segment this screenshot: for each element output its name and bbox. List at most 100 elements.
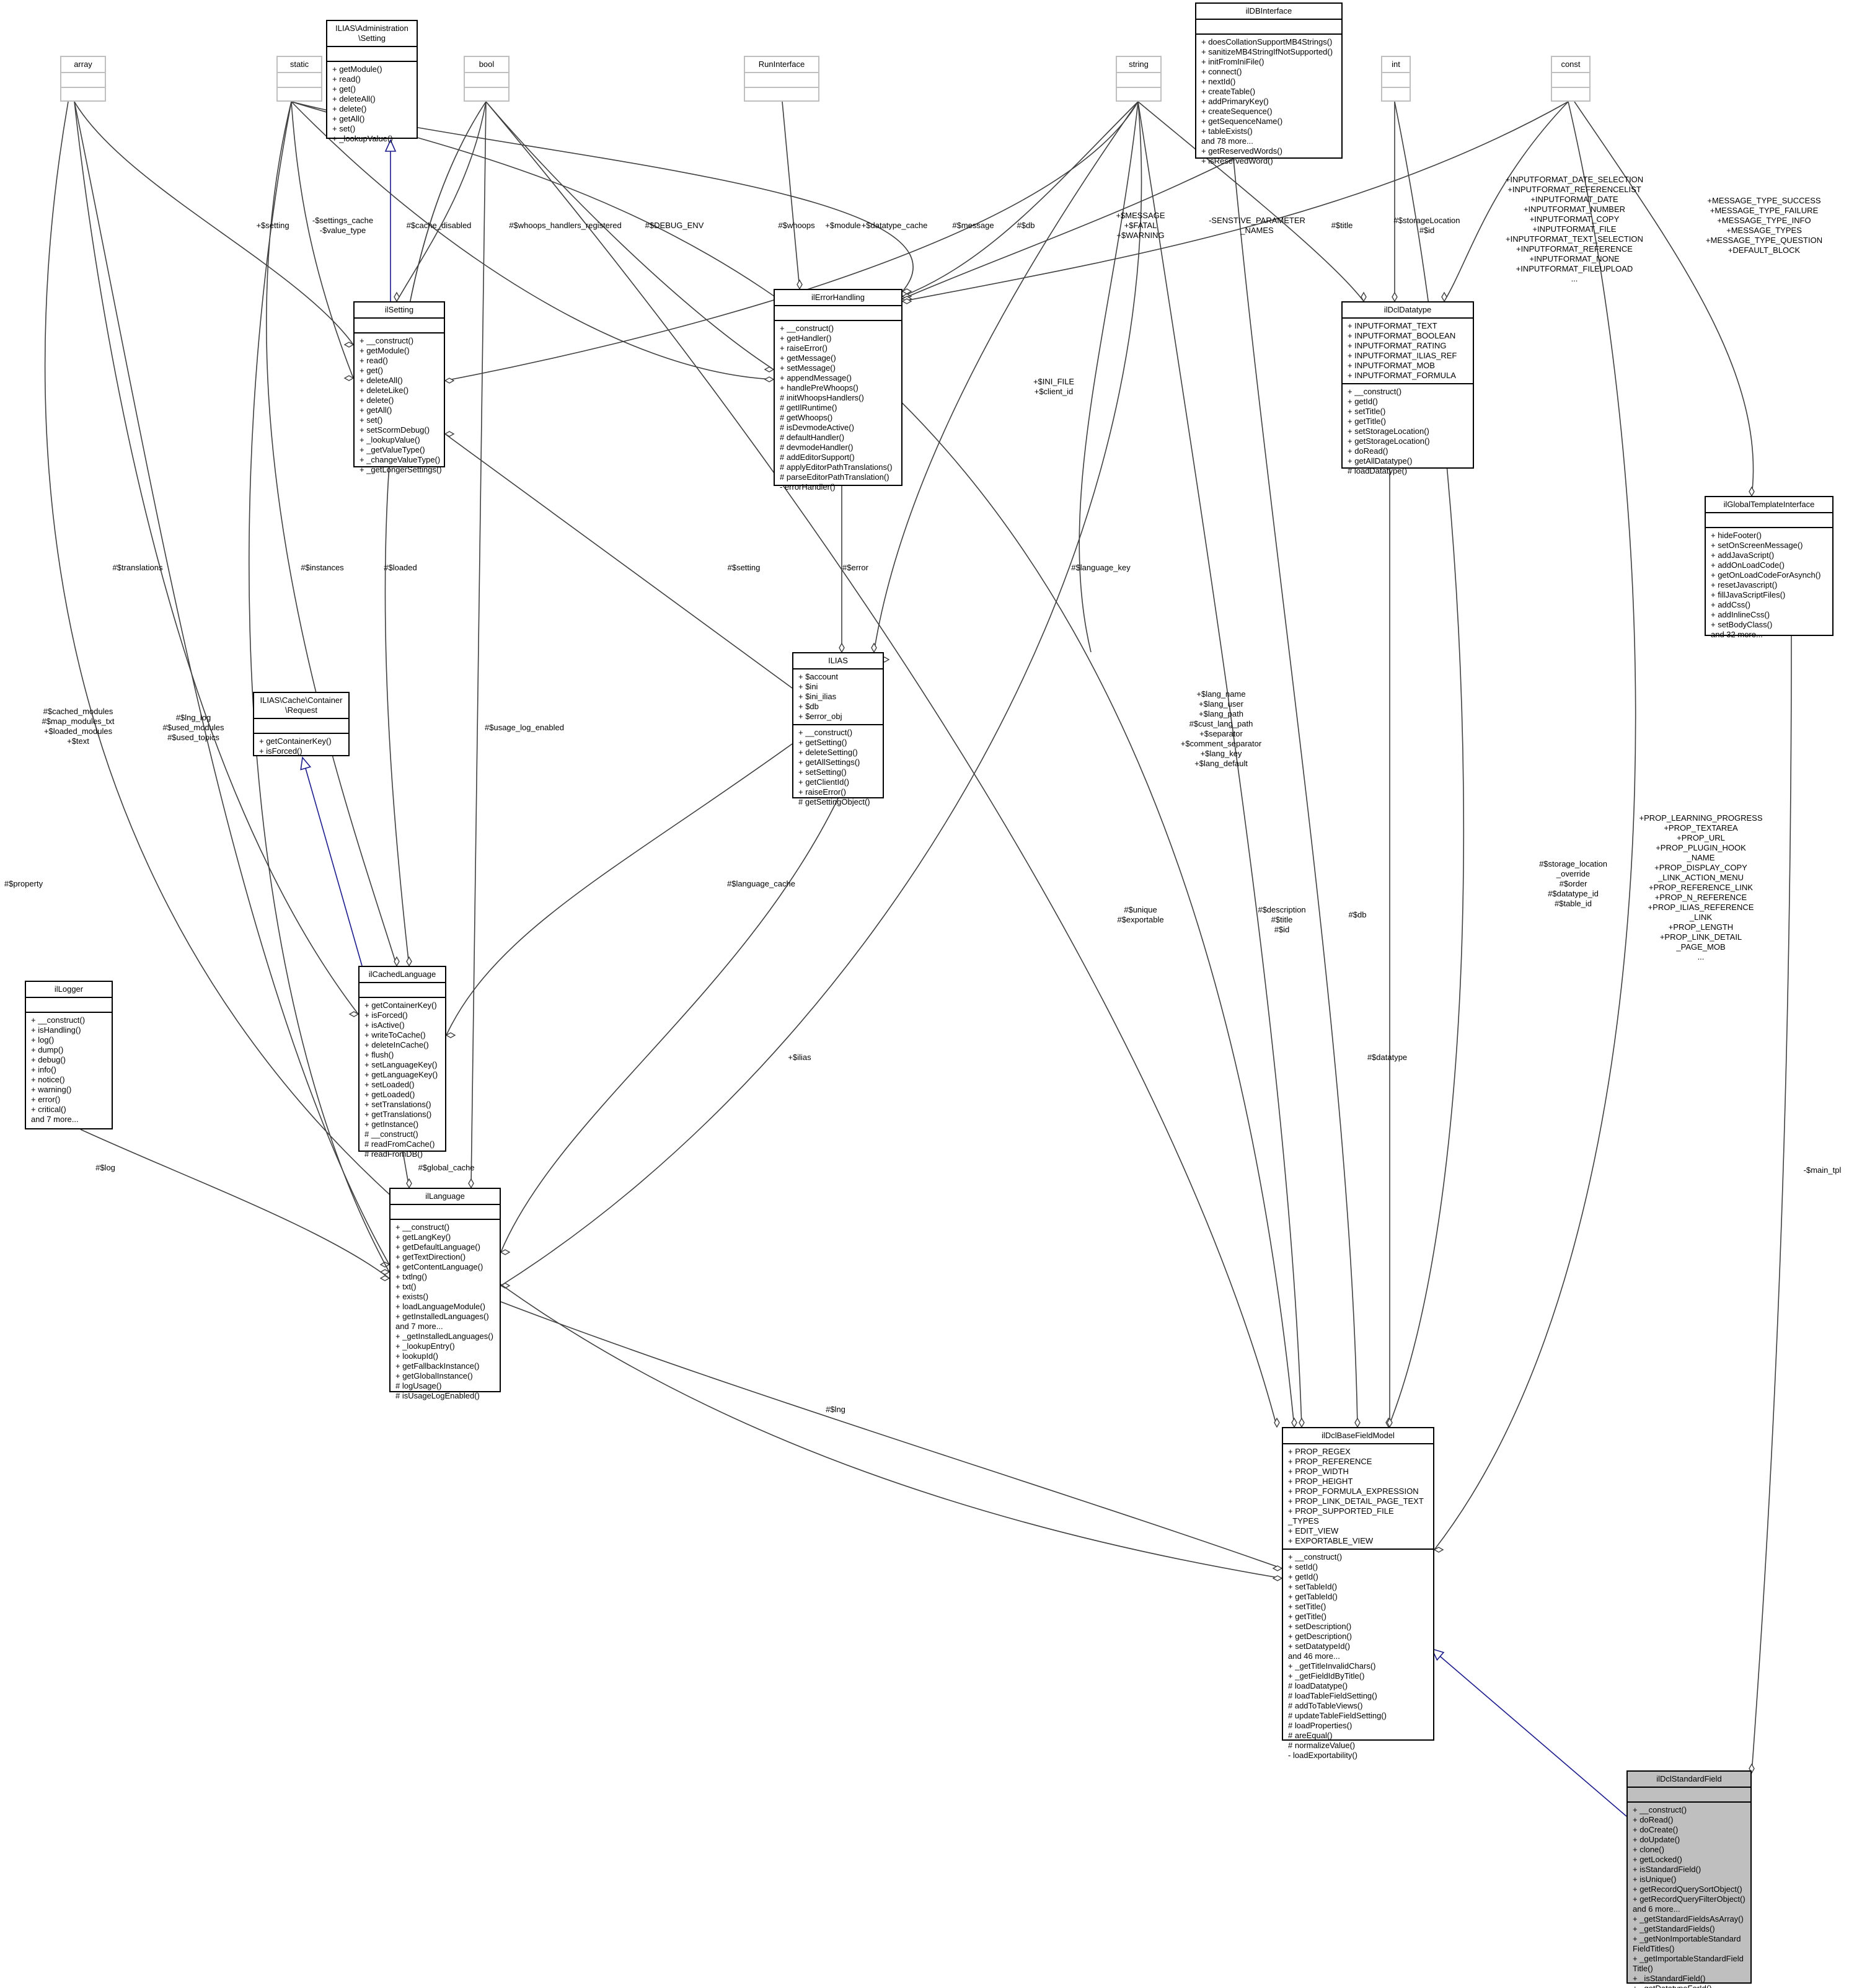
class-method: # devmodeHandler() (780, 443, 854, 452)
class-node-array: array (60, 56, 106, 102)
class-attributes (1628, 1788, 1750, 1803)
class-method: + hideFooter() (1711, 531, 1762, 540)
class-node-ildcldatatype: ilDclDatatype + INPUTFORMAT_TEXT+ INPUTF… (1341, 301, 1474, 475)
class-method: # addToTableViews() (1288, 1701, 1363, 1710)
aggregation-diamond (871, 642, 877, 653)
class-attribute: _TYPES (1288, 1516, 1319, 1526)
aggregation-diamond (343, 342, 355, 348)
class-method: + getModule() (332, 64, 382, 74)
class-methods: + __construct()+ setId()+ getId()+ setTa… (1283, 1550, 1433, 1763)
edge-line (1137, 101, 1302, 1428)
class-node-ilsetting: ilSetting + __construct()+ getModule()+ … (353, 301, 445, 474)
edge-label: +INPUTFORMAT_DATE_SELECTION +INPUTFORMAT… (1505, 175, 1644, 283)
edge-label: #$language_key (1071, 563, 1131, 572)
edge-label: #$language_cache (727, 879, 795, 888)
class-method: + getAll() (332, 114, 365, 123)
class-method: + _getLongerSettings() (360, 465, 442, 474)
edge-label: #$DEBUG_ENV (645, 221, 704, 230)
class-method: # loadProperties() (1288, 1721, 1353, 1730)
class-method: # areEqual() (1288, 1731, 1333, 1740)
class-attribute: + $ini (798, 682, 818, 691)
edge-label: +MESSAGE_TYPE_SUCCESS +MESSAGE_TYPE_FAIL… (1705, 196, 1823, 255)
class-method: + deleteInCache() (364, 1040, 429, 1049)
class-methods: + __construct()+ getLangKey()+ getDefaul… (391, 1220, 500, 1403)
class-node-ilcachedlanguage: ilCachedLanguage + getContainerKey()+ is… (358, 966, 446, 1159)
edge-line (470, 101, 487, 1188)
class-method: + setStorageLocation() (1348, 426, 1429, 436)
edge-line (1388, 101, 1465, 1428)
edge-line (873, 101, 1139, 653)
class-title: const (1552, 57, 1589, 73)
class-node-const: const (1551, 56, 1591, 102)
edge-line (500, 798, 839, 1253)
class-method: # addEditorSupport() (780, 453, 855, 462)
class-method: + __construct() (798, 728, 853, 737)
class-method: + raiseError() (780, 343, 827, 353)
class-method: + fillJavaScriptFiles() (1711, 590, 1786, 599)
aggregation-diamond (1272, 1565, 1283, 1571)
edge-line (80, 1129, 390, 1279)
class-method: + getStorageLocation() (1348, 436, 1430, 446)
class-methods (61, 88, 105, 102)
class-attributes (360, 983, 445, 998)
class-method: + set() (332, 124, 356, 133)
class-methods: + getContainerKey()+ isForced() (254, 734, 348, 759)
class-method: + getAll() (360, 405, 392, 415)
class-method: + setTranslations() (364, 1100, 431, 1109)
edge-label: +PROP_LEARNING_PROGRESS +PROP_TEXTAREA +… (1639, 813, 1763, 961)
edge-label: +$ilias (788, 1053, 811, 1062)
class-method: + __construct() (1633, 1805, 1687, 1814)
class-method: + getDefaultLanguage() (395, 1242, 480, 1252)
class-method: + nextId() (1201, 77, 1236, 86)
class-title: ILIAS\Administration \Setting (327, 21, 417, 47)
class-method: + __construct() (1288, 1552, 1343, 1562)
class-node-cache-container-request: ILIAS\Cache\Container \Request + getCont… (253, 692, 350, 756)
aggregation-diamond (500, 1283, 511, 1289)
class-title: ilDclStandardField (1628, 1772, 1750, 1788)
class-method: + doUpdate() (1633, 1835, 1680, 1844)
class-method: + addJavaScript() (1711, 550, 1775, 560)
class-methods (278, 88, 321, 102)
aggregation-diamond (764, 376, 775, 382)
class-method: + __construct() (360, 336, 414, 345)
class-method: # normalizeValue() (1288, 1741, 1356, 1750)
edge-label: +$lang_name +$lang_user +$lang_path #$cu… (1180, 689, 1262, 768)
class-method: + getAllDatatype() (1348, 456, 1413, 466)
class-method: + txt() (395, 1282, 417, 1291)
class-title: RunInterface (745, 57, 818, 73)
class-method: + lookupId() (395, 1351, 439, 1361)
edge-label: #$lng_log #$used_modules #$used_topics (162, 713, 224, 742)
class-title: ilDBInterface (1196, 4, 1341, 20)
class-method: + getTranslations() (364, 1110, 432, 1119)
class-method: + addOnLoadCode() (1711, 560, 1785, 570)
class-method: + raiseError() (798, 787, 846, 797)
aggregation-diamond (348, 1011, 360, 1017)
class-attribute: + $db (798, 702, 819, 711)
class-attributes (61, 73, 105, 88)
class-method: + setMessage() (780, 363, 836, 373)
aggregation-diamond (1299, 1417, 1305, 1428)
class-method: + getAllSettings() (798, 758, 860, 767)
class-title: ilGlobalTemplateInterface (1706, 497, 1832, 513)
class-title: ILIAS (793, 653, 883, 669)
aggregation-diamond (1361, 291, 1367, 303)
class-method: + getLangKey() (395, 1232, 451, 1242)
class-attribute: + INPUTFORMAT_BOOLEAN (1348, 331, 1456, 340)
class-method: + doesCollationSupportMB4Strings() (1201, 37, 1333, 46)
aggregation-diamond (406, 1178, 412, 1189)
class-method: + _getImportableStandardField (1633, 1954, 1744, 1963)
edge-label: #$description #$title #$id (1258, 905, 1306, 934)
aggregation-diamond (797, 279, 803, 290)
aggregation-diamond (444, 431, 455, 437)
class-method: + _getNonImportableStandard (1633, 1934, 1741, 1943)
class-method: + setDescription() (1288, 1622, 1352, 1631)
class-method: + setLoaded() (364, 1080, 415, 1089)
edge-label: +$INI_FILE +$client_id (1033, 377, 1075, 396)
aggregation-diamond (1274, 1417, 1280, 1428)
class-attributes (1552, 73, 1589, 88)
class-node-ildclbasefieldmodel: ilDclBaseFieldModel + PROP_REGEX+ PROP_R… (1282, 1427, 1434, 1760)
class-node-int: int (1381, 56, 1411, 102)
class-method: # isDevmodeActive() (780, 423, 854, 432)
aggregation-diamond (1749, 486, 1755, 497)
class-title: ilDclDatatype (1343, 303, 1473, 319)
